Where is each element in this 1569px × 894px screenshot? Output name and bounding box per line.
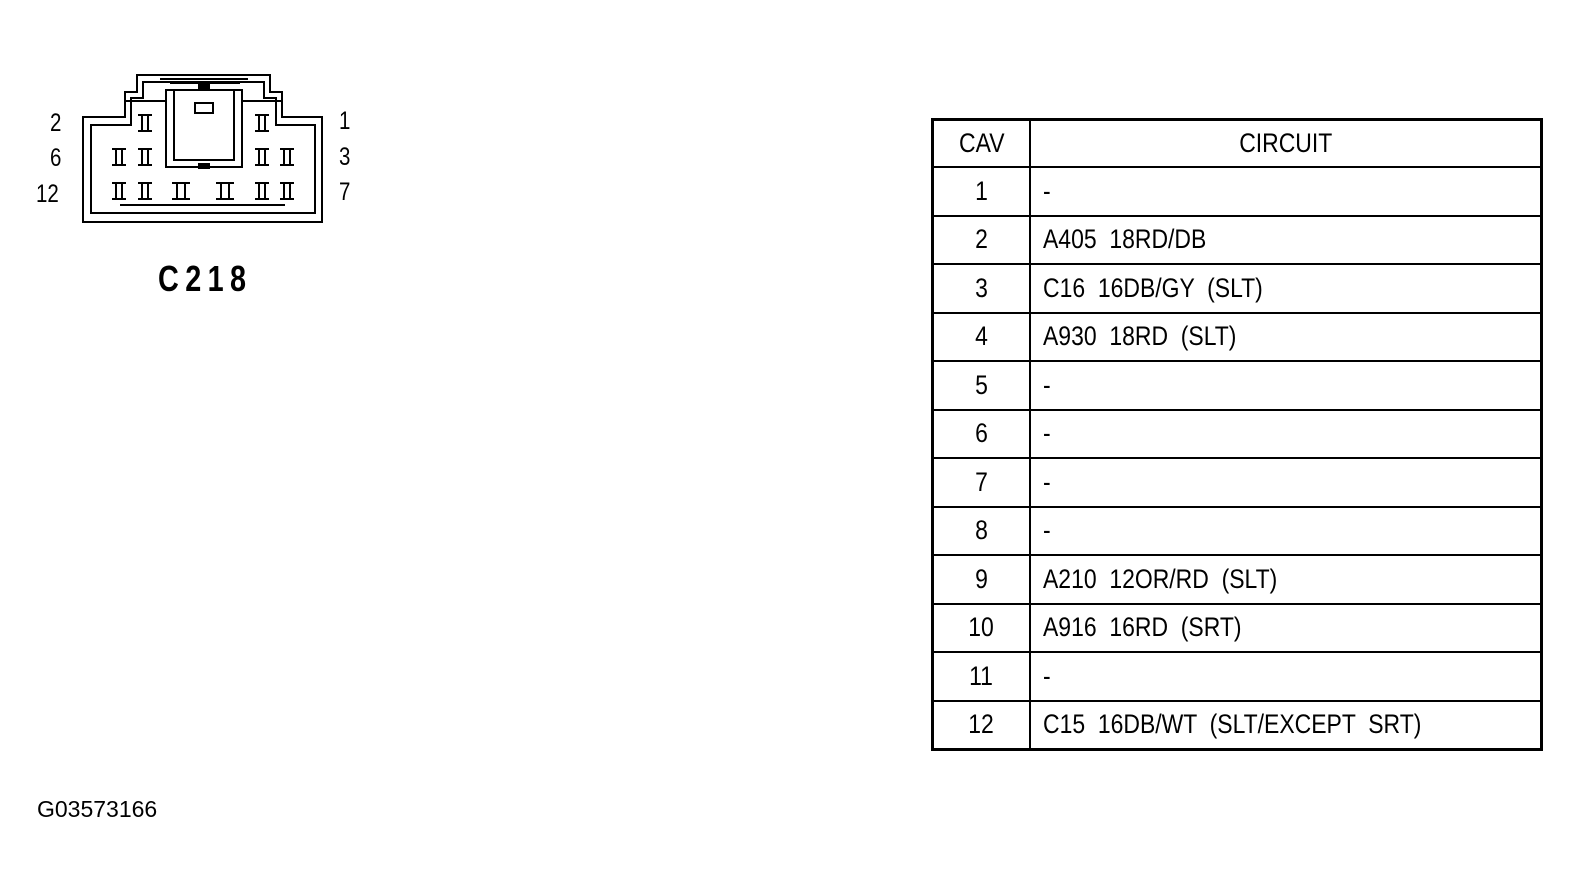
circuit-cell: A210 12OR/RD (SLT) (1029, 554, 1543, 605)
circuit-cell: - (1029, 457, 1543, 508)
table-row: 6- (931, 408, 1543, 459)
cav-cell: 5 (931, 360, 1031, 411)
cav-cell: 1 (931, 166, 1031, 217)
pin-label-3: 3 (339, 143, 351, 171)
header-cav: CAV (931, 118, 1031, 168)
header-circuit: CIRCUIT (1029, 118, 1543, 168)
cav-cell: 7 (931, 457, 1031, 508)
cav-cell: 10 (931, 602, 1031, 653)
cav-cell: 9 (931, 554, 1031, 605)
pin-label-12: 12 (36, 180, 59, 208)
pin-label-2: 2 (50, 109, 62, 137)
cav-cell: 4 (931, 311, 1031, 362)
circuit-cell: C16 16DB/GY (SLT) (1029, 263, 1543, 314)
figure-id: G03573166 (37, 796, 158, 822)
circuit-cell: A405 18RD/DB (1029, 214, 1543, 265)
table-header-row: CAV CIRCUIT (931, 118, 1543, 168)
table-row: 8- (931, 505, 1543, 556)
circuit-cell: - (1029, 360, 1543, 411)
circuit-cell: - (1029, 505, 1543, 556)
connector-face-drawing (82, 74, 323, 223)
cav-cell: 12 (931, 699, 1031, 751)
cav-cell: 6 (931, 408, 1031, 459)
cav-cell: 11 (931, 651, 1031, 702)
cav-cell: 8 (931, 505, 1031, 556)
circuit-cell: - (1029, 166, 1543, 217)
table-row: 11- (931, 651, 1543, 702)
circuit-cell: C15 16DB/WT (SLT/EXCEPT SRT) (1029, 699, 1543, 751)
circuit-cell: - (1029, 408, 1543, 459)
circuit-cell: A916 16RD (SRT) (1029, 602, 1543, 653)
pin-label-7: 7 (339, 178, 351, 206)
pin-label-1: 1 (339, 107, 351, 135)
cav-cell: 3 (931, 263, 1031, 314)
circuit-cell: - (1029, 651, 1543, 702)
connector-diagram (30, 65, 370, 240)
table-row: 5- (931, 360, 1543, 411)
circuit-cell: A930 18RD (SLT) (1029, 311, 1543, 362)
table-row: 1- (931, 166, 1543, 217)
connector-name: C218 (158, 258, 253, 299)
table-row: 7- (931, 457, 1543, 508)
pin-label-6: 6 (50, 144, 62, 172)
cav-cell: 2 (931, 214, 1031, 265)
